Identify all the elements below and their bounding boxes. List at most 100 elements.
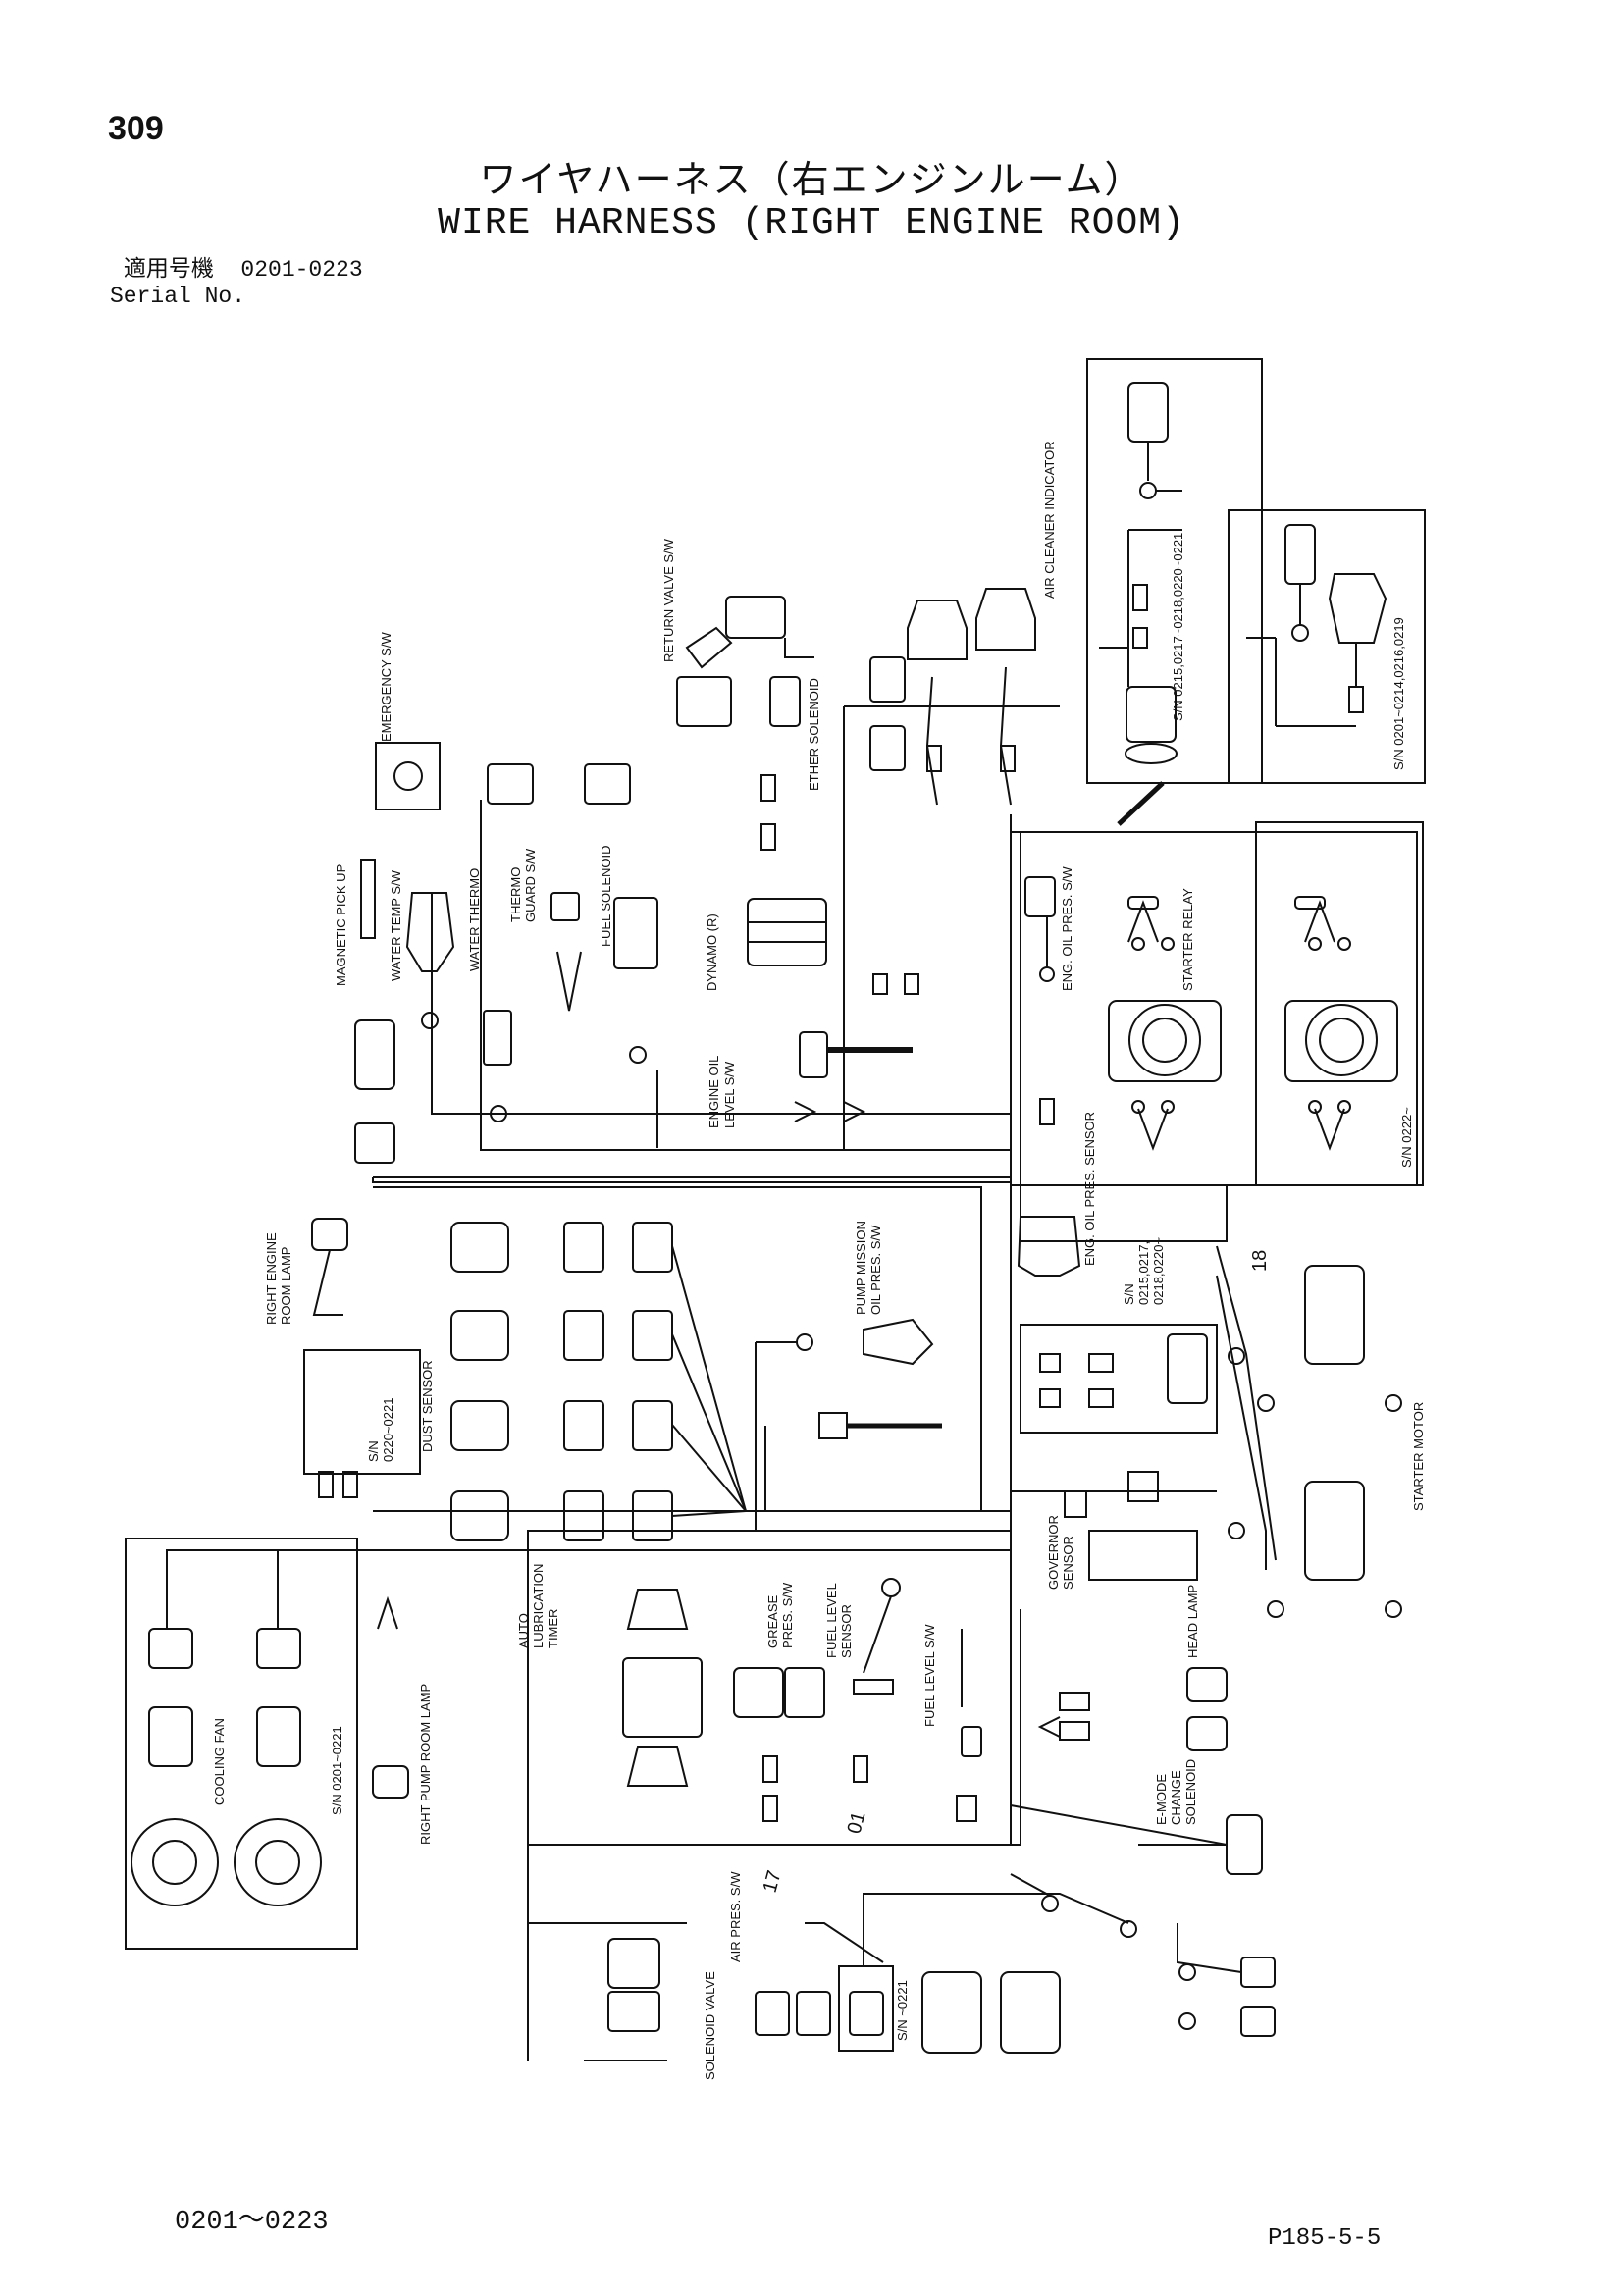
dynamo-icon [747,898,827,966]
right-pump-room-lamp-icon [372,1765,409,1799]
inset-air-cleaner-b [1228,509,1426,784]
label-dynamo: DYNAMO (R) [705,913,719,991]
label-auto-lub-2: LUBRICATION [531,1564,546,1648]
label-pump-mission-1: PUMP MISSION [854,1221,868,1315]
air-cleaner-indicator-b-icon [1284,524,1316,585]
label-governor-2: SENSOR [1061,1536,1075,1590]
label-auto-lub-1: AUTO [516,1613,531,1648]
label-sn-0215-2: 0215,0217, [1136,1241,1151,1305]
label-magnetic-pickup: MAGNETIC PICK UP [334,864,348,986]
label-engine-oil-level-1: ENGINE OIL [707,1056,721,1128]
label-wire-18: 18 [1249,1250,1271,1272]
label-grease-1: GREASE [765,1594,780,1648]
serial-label-jp: 適用号機 [123,257,214,283]
label-grease-2: PRES. S/W [780,1582,795,1648]
label-head-lamp: HEAD LAMP [1185,1585,1200,1658]
label-water-temp: WATER TEMP S/W [389,869,403,981]
serial-label-en: Serial No. [110,284,246,309]
label-starter-motor: STARTER MOTOR [1411,1402,1426,1511]
label-sn-0215-0221: S/N 0215,0217~0218,0220~0221 [1171,533,1185,721]
serial-info: 適用号機 0201-0223 Serial No. [110,257,363,310]
thermo-guard-icon [550,892,580,921]
label-wire-17: 17 [759,1868,786,1895]
label-sn-0221: S/N ~0221 [895,1980,910,2041]
label-fuel-level-sensor-2: SENSOR [839,1604,854,1658]
label-dust-sensor: DUST SENSOR [420,1360,435,1452]
grease-pres-switch-icon [733,1667,784,1718]
label-right-engine-room-lamp-1: RIGHT ENGINE [264,1232,279,1325]
starter-motor-2-icon [1304,1481,1365,1581]
footer-range: 0201～0223 [175,2208,329,2237]
air-sensor-a-icon [907,600,968,660]
air-cleaner-switch-b-icon [1328,573,1387,644]
cooling-fan-1-icon [131,1818,219,1906]
water-temp-switch-icon [405,892,455,972]
eng-oil-pres-sensor-icon [1017,1216,1081,1277]
label-air-cleaner-indicator: AIR CLEANER INDICATOR [1042,441,1057,599]
starter-motor-1-icon [1304,1265,1365,1365]
label-sn-0201-0219: S/N 0201~0214,0216,0219 [1391,617,1406,770]
return-valve-switch-icon [725,596,786,639]
label-engine-oil-level-2: LEVEL S/W [722,1061,737,1128]
air-pres-switch-icon [607,1938,660,1989]
starter-relay-1-icon [1128,1004,1201,1076]
box-auto-lubrication [527,1530,1012,1846]
head-lamp-2-icon [1186,1716,1228,1751]
label-thermo-guard-2: GUARD S/W [523,848,538,922]
governor-sensor-icon [1088,1530,1198,1581]
label-thermo-guard-1: THERMO [508,867,523,922]
label-water-thermo: WATER THERMO [467,868,482,971]
magnetic-pickup-icon [360,859,376,939]
right-engine-room-lamp-icon [311,1218,348,1251]
label-ether-solenoid: ETHER SOLENOID [807,678,821,791]
label-cooling-fan: COOLING FAN [212,1718,227,1805]
connector-rows [450,1222,673,1541]
fuel-level-sensor-icon [881,1578,901,1597]
label-wire-01: 01 [844,1809,870,1836]
engine-oil-level-icon [799,1031,828,1078]
emergency-switch-icon [375,742,441,810]
label-governor-1: GOVERNOR [1046,1515,1061,1590]
label-solenoid-valve: SOLENOID VALVE [703,1971,717,2080]
box-cooling-fan [125,1538,358,1950]
label-auto-lub-3: TIMER [546,1609,560,1648]
title-english: WIRE HARNESS (RIGHT ENGINE ROOM) [438,202,1185,244]
label-sn-dust-1: S/N [366,1440,381,1462]
label-fuel-solenoid: FUEL SOLENOID [599,845,613,947]
label-pump-mission-2: OIL PRES. S/W [868,1225,883,1315]
dust-sensor-2-icon [818,1412,848,1439]
label-sn-0222: S/N 0222~ [1399,1107,1414,1168]
label-right-pump-room-lamp: RIGHT PUMP ROOM LAMP [418,1684,433,1845]
label-right-engine-room-lamp-2: ROOM LAMP [279,1247,293,1325]
label-sn-0215-1: S/N [1122,1283,1136,1305]
eng-oil-pres-switch-icon [1024,876,1056,917]
air-cleaner-switch-icon [1126,686,1177,743]
label-air-pres: AIR PRES. S/W [728,1871,743,1962]
auto-lubrication-timer-icon [622,1657,703,1738]
label-sn-dust-2: 0220~0221 [381,1398,395,1462]
label-eng-oil-pres-sw: ENG. OIL PRES. S/W [1060,866,1074,991]
footer-page-code: P185-5-5 [1268,2225,1382,2252]
air-cleaner-indicator-icon [1127,382,1169,443]
page-number: 309 [108,110,164,147]
air-sensor-b-icon [975,588,1036,651]
head-lamp-1-icon [1186,1667,1228,1702]
fuel-solenoid-icon [613,897,658,969]
water-thermo-icon [483,1010,512,1066]
ether-solenoid-icon [676,676,732,727]
label-starter-relay: STARTER RELAY [1180,888,1195,991]
label-return-valve: RETURN VALVE S/W [661,538,676,662]
cooling-fan-2-icon [234,1818,322,1906]
label-sn-0215-3: 0218,0220~ [1151,1237,1166,1305]
solenoid-valve-icon [607,1991,660,2032]
inset-air-cleaner-a [1086,358,1263,784]
inset-pointer [1117,781,1165,826]
label-fuel-level-sensor-1: FUEL LEVEL [824,1583,839,1658]
serial-range: 0201-0223 [240,257,363,283]
label-emode-2: CHANGE [1169,1770,1183,1825]
dust-sensor-box [303,1349,421,1475]
label-emode-1: E-MODE [1154,1774,1169,1825]
emode-solenoid-icon [1226,1814,1263,1875]
box-sn-0215 [1020,1324,1218,1434]
